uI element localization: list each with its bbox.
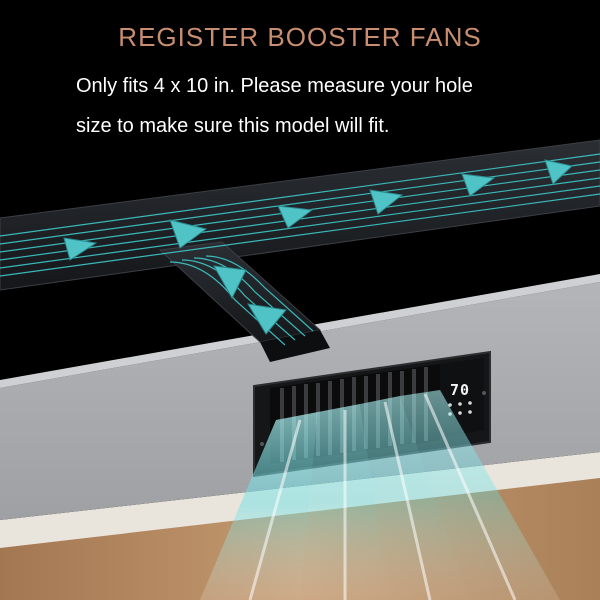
arrow-icon [213,265,247,300]
airflow-arrows [63,159,574,335]
air-beam [400,390,560,600]
air-beams [200,390,560,600]
temperature-display: 70 [449,381,471,399]
fit-note-line-1: Only fits 4 x 10 in. Please measure your… [76,75,473,97]
arrow-icon [461,173,496,197]
button-icon [468,410,472,414]
arrow-icon [247,303,287,335]
button-icon [468,401,472,405]
branch-duct [158,241,322,343]
button-icon [458,411,462,415]
screw-icon [482,391,486,395]
air-beam [360,396,470,600]
arrow-icon [63,237,98,261]
button-icon [458,402,462,406]
fit-note: Only fits 4 x 10 in. Please measure your… [76,66,576,146]
fit-note-line-2: size to make sure this model will fit. [76,115,390,137]
arrow-icon [277,205,314,229]
button-icon [448,403,452,407]
screw-icon [260,442,264,446]
branch-duct-side [260,330,330,362]
headline: REGISTER BOOSTER FANS [118,22,482,52]
arrow-icon [169,219,208,249]
arrow-icon [544,159,574,185]
arrow-icon [369,189,404,215]
